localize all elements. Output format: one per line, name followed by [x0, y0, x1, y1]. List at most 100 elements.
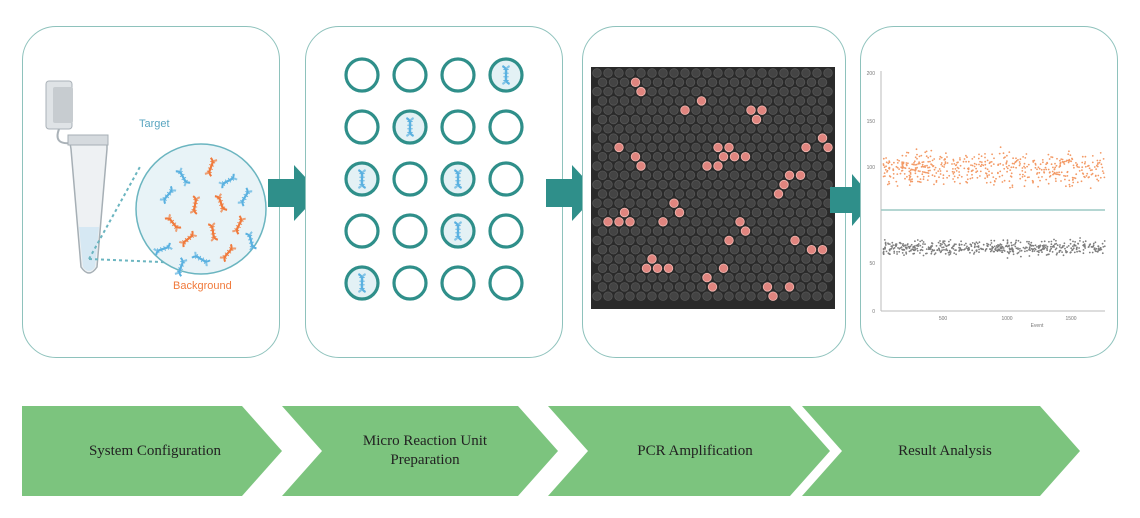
negative-droplet	[685, 170, 696, 181]
positive-event	[1055, 173, 1058, 176]
positive-event	[955, 164, 958, 166]
positive-event	[900, 170, 903, 172]
negative-droplet	[680, 235, 690, 246]
empty-reaction-unit	[392, 57, 428, 93]
negative-droplet	[801, 272, 811, 283]
positive-event	[929, 160, 931, 163]
negative-event	[946, 249, 949, 252]
positive-event	[905, 164, 908, 167]
negative-event	[1074, 241, 1076, 243]
negative-event	[1102, 246, 1105, 248]
positive-event	[1024, 171, 1027, 174]
empty-reaction-unit	[440, 57, 476, 93]
negative-droplet	[707, 189, 718, 199]
negative-event	[1041, 247, 1044, 250]
negative-event	[942, 246, 945, 249]
negative-droplet	[823, 291, 833, 301]
negative-event	[1067, 245, 1070, 247]
positive-event	[1039, 163, 1042, 166]
negative-droplet	[636, 217, 646, 227]
negative-droplet	[702, 179, 712, 190]
negative-event	[1091, 251, 1094, 254]
negative-droplet	[669, 142, 679, 153]
positive-droplet	[636, 161, 646, 171]
positive-event	[1043, 171, 1046, 174]
negative-event	[1076, 250, 1078, 253]
positive-event	[921, 165, 924, 168]
negative-droplet	[702, 124, 712, 134]
negative-event	[908, 250, 911, 253]
negative-event	[943, 240, 946, 243]
positive-droplet	[746, 105, 756, 115]
negative-droplet	[779, 217, 789, 227]
negative-droplet	[652, 189, 663, 199]
negative-droplet	[707, 263, 718, 274]
positive-event	[975, 171, 977, 174]
positive-event	[952, 158, 955, 161]
negative-droplet	[592, 161, 602, 171]
negative-event	[1041, 251, 1043, 254]
positive-event	[1015, 166, 1017, 169]
negative-droplet	[823, 105, 833, 115]
negative-droplet	[685, 151, 696, 162]
positive-event	[888, 182, 891, 185]
negative-droplet	[614, 86, 624, 97]
positive-event	[888, 167, 890, 170]
negative-droplet	[801, 254, 811, 264]
negative-droplet	[812, 142, 822, 153]
positive-event	[931, 164, 933, 166]
negative-event	[1034, 244, 1037, 247]
step-label-micro-reaction: Micro Reaction Unit Preparation	[362, 433, 488, 468]
positive-event	[1075, 173, 1078, 176]
positive-droplet	[740, 226, 751, 236]
negative-droplet	[674, 282, 685, 292]
positive-event	[1023, 162, 1026, 165]
negative-droplet	[691, 254, 701, 264]
negative-droplet	[702, 142, 712, 153]
positive-event	[1063, 174, 1065, 177]
negative-droplet	[724, 86, 734, 97]
negative-droplet	[669, 68, 679, 78]
empty-reaction-unit	[344, 213, 380, 249]
negative-droplet	[751, 170, 762, 181]
positive-event	[999, 146, 1002, 149]
negative-event	[973, 246, 976, 249]
negative-droplet	[597, 189, 608, 199]
negative-event	[895, 243, 898, 246]
negative-event	[1003, 250, 1006, 252]
negative-droplet	[597, 244, 608, 255]
negative-event	[919, 244, 922, 247]
negative-event	[1065, 251, 1067, 254]
positive-event	[1094, 175, 1097, 178]
negative-droplet	[724, 105, 734, 115]
positive-event	[997, 171, 999, 174]
negative-event	[900, 246, 903, 249]
positive-event	[1066, 159, 1068, 162]
negative-event	[1001, 249, 1003, 252]
negative-event	[882, 248, 885, 251]
negative-event	[900, 242, 902, 245]
positive-event	[919, 178, 922, 181]
negative-droplet	[713, 86, 723, 97]
positive-event	[1076, 181, 1079, 184]
negative-event	[1079, 240, 1081, 242]
negative-droplet	[592, 291, 602, 301]
positive-event	[982, 164, 985, 167]
positive-event	[882, 157, 885, 160]
negative-droplet	[625, 254, 635, 264]
negative-event	[1006, 245, 1009, 248]
positive-event	[946, 176, 948, 179]
negative-droplet	[680, 291, 690, 301]
positive-event	[956, 166, 959, 169]
negative-event	[896, 253, 898, 255]
positive-event	[1091, 155, 1094, 157]
negative-event	[1043, 240, 1046, 243]
negative-droplet	[790, 254, 800, 264]
negative-droplet	[592, 142, 602, 153]
negative-droplet	[740, 263, 751, 274]
positive-event	[990, 165, 993, 167]
dna-icon	[164, 213, 182, 233]
negative-droplet	[625, 86, 635, 97]
positive-event	[951, 163, 953, 165]
negative-event	[903, 254, 905, 256]
